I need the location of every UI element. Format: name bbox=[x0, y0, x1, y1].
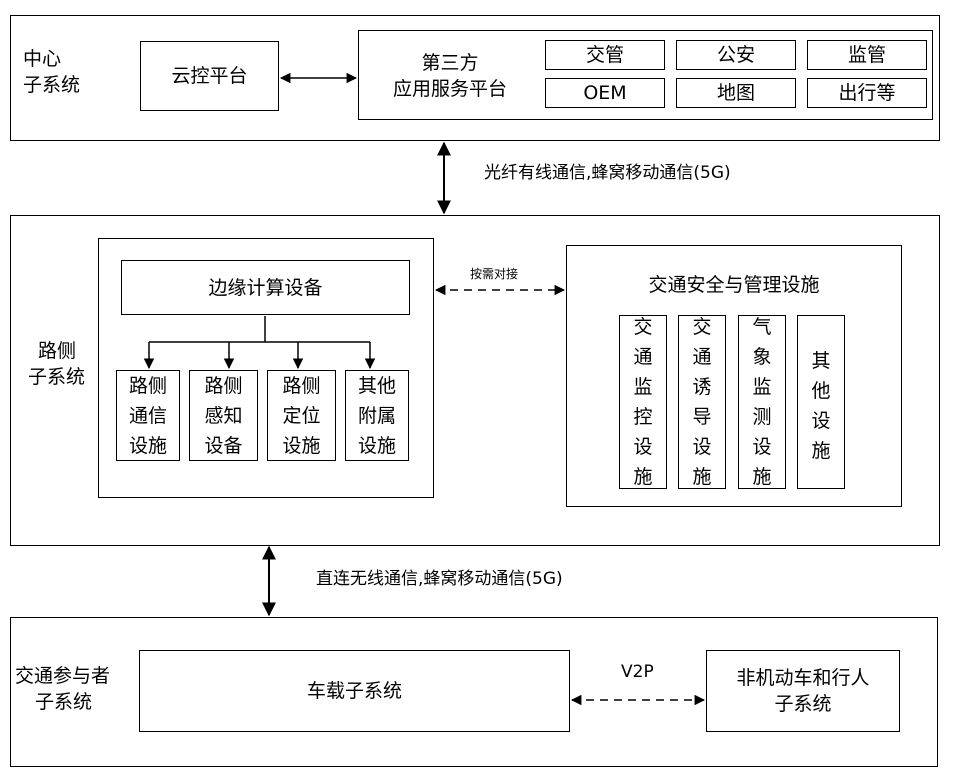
v2p-label: V2P bbox=[621, 662, 654, 682]
safety-item-char: 设 bbox=[811, 410, 831, 432]
safety-item-char: 施 bbox=[692, 466, 712, 488]
participants-label-line2: 子系统 bbox=[35, 691, 93, 713]
third-party-label: 第三方 应用服务平台 bbox=[370, 50, 530, 102]
facility-line: 其他 bbox=[357, 374, 396, 397]
safety-item-char: 其 bbox=[811, 350, 831, 372]
cloud-platform-label: 云控平台 bbox=[171, 65, 248, 87]
center-subsystem-label: 中心 子系统 bbox=[23, 46, 80, 98]
service-box: 出行等 bbox=[807, 78, 927, 108]
facility-line: 设施 bbox=[282, 434, 321, 457]
safety-item-char: 气 bbox=[752, 316, 772, 338]
participants-subsystem-label: 交通参与者 子系统 bbox=[15, 663, 110, 715]
facility-line: 定位 bbox=[282, 404, 321, 427]
facility-box: 其他 附属 设施 bbox=[345, 370, 409, 461]
safety-item-box: 交 通 监 控 设 施 bbox=[619, 315, 667, 489]
safety-item-char: 施 bbox=[752, 466, 772, 488]
safety-item-char: 象 bbox=[752, 346, 772, 368]
roadside-subsystem-label: 路侧 子系统 bbox=[28, 338, 85, 390]
safety-item-box: 其 他 设 施 bbox=[797, 315, 845, 489]
safety-item-char: 设 bbox=[692, 436, 712, 458]
vehicle-subsystem-label: 车载子系统 bbox=[306, 680, 402, 702]
facility-box: 路侧 感知 设备 bbox=[189, 370, 258, 461]
safety-item-char: 他 bbox=[811, 380, 831, 402]
edge-computing-device-box: 边缘计算设备 bbox=[121, 260, 410, 315]
facility-line: 通信 bbox=[128, 404, 167, 427]
safety-item-char: 设 bbox=[633, 436, 653, 458]
service-box: 公安 bbox=[676, 40, 796, 70]
nonmotor-line2: 子系统 bbox=[774, 693, 832, 715]
facility-line: 路侧 bbox=[282, 374, 321, 397]
facility-line: 设备 bbox=[204, 434, 243, 457]
center-label-line2: 子系统 bbox=[23, 74, 81, 96]
safety-item-char: 通 bbox=[633, 346, 653, 368]
edge-computing-device-label: 边缘计算设备 bbox=[208, 276, 323, 299]
link1-label: 光纤有线通信,蜂窝移动通信(5G) bbox=[484, 163, 731, 183]
nonmotor-subsystem-box: 非机动车和行人 子系统 bbox=[706, 650, 900, 732]
facility-box: 路侧 定位 设施 bbox=[267, 370, 336, 461]
service-label: 出行等 bbox=[838, 82, 896, 104]
facility-line: 设施 bbox=[357, 434, 396, 457]
safety-item-box: 气 象 监 测 设 施 bbox=[738, 315, 786, 489]
center-label-line1: 中心 bbox=[23, 48, 62, 70]
vehicle-subsystem-box: 车载子系统 bbox=[139, 650, 570, 732]
third-party-line1: 第三方 bbox=[421, 52, 479, 74]
service-label: 监管 bbox=[847, 44, 886, 66]
service-box: OEM bbox=[545, 78, 665, 108]
nonmotor-line1: 非机动车和行人 bbox=[736, 667, 870, 689]
service-box: 交管 bbox=[545, 40, 665, 70]
third-party-line2: 应用服务平台 bbox=[392, 78, 507, 100]
facility-line: 感知 bbox=[204, 404, 243, 427]
service-box: 地图 bbox=[676, 78, 796, 108]
facility-line: 附属 bbox=[357, 404, 396, 427]
service-box: 监管 bbox=[807, 40, 927, 70]
on-demand-label: 按需对接 bbox=[470, 267, 519, 281]
safety-item-char: 交 bbox=[692, 316, 712, 338]
roadside-label-line1: 路侧 bbox=[38, 340, 77, 362]
facility-line: 设施 bbox=[128, 434, 167, 457]
facility-line: 路侧 bbox=[128, 374, 167, 397]
safety-item-char: 施 bbox=[811, 440, 831, 462]
safety-item-char: 诱 bbox=[692, 376, 712, 398]
roadside-label-line2: 子系统 bbox=[28, 366, 86, 388]
facility-line: 路侧 bbox=[204, 374, 243, 397]
service-label: 地图 bbox=[716, 82, 755, 104]
service-label: OEM bbox=[583, 82, 627, 104]
service-label: 公安 bbox=[716, 44, 755, 66]
safety-item-char: 测 bbox=[752, 406, 772, 428]
safety-item-char: 监 bbox=[633, 376, 653, 398]
safety-item-char: 交 bbox=[633, 316, 653, 338]
safety-item-char: 设 bbox=[752, 436, 772, 458]
safety-item-char: 监 bbox=[752, 376, 772, 398]
safety-item-char: 通 bbox=[692, 346, 712, 368]
safety-item-char: 施 bbox=[633, 466, 653, 488]
participants-label-line1: 交通参与者 bbox=[15, 665, 111, 687]
safety-facilities-title: 交通安全与管理设施 bbox=[648, 274, 820, 296]
service-label: 交管 bbox=[585, 44, 624, 66]
link2-label: 直连无线通信,蜂窝移动通信(5G) bbox=[316, 569, 563, 589]
safety-item-char: 控 bbox=[633, 406, 653, 428]
safety-item-box: 交 通 诱 导 设 施 bbox=[678, 315, 726, 489]
cloud-platform-box: 云控平台 bbox=[140, 41, 279, 111]
safety-item-char: 导 bbox=[692, 406, 712, 428]
facility-box: 路侧 通信 设施 bbox=[116, 370, 180, 461]
